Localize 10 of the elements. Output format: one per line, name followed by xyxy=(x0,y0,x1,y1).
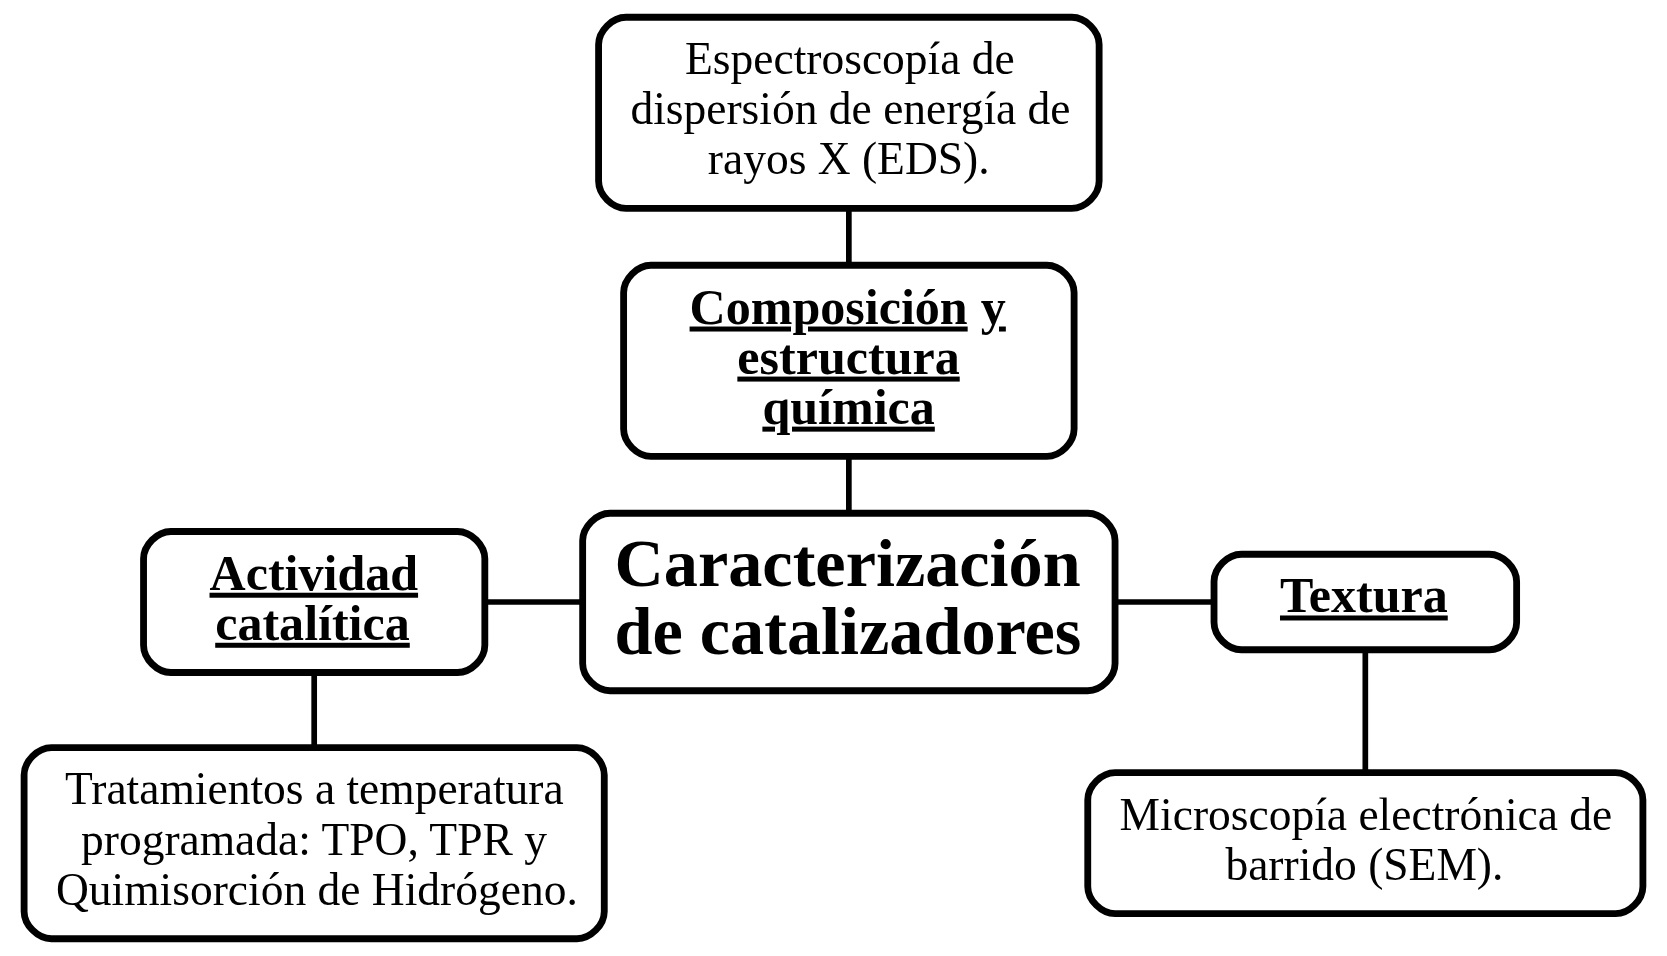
connector xyxy=(1115,599,1214,605)
node-box: Tratamientos a temperatura programada: TPO, TPR y Quimisorción de Hidrógeno. xyxy=(20,744,608,943)
node-box: Textura xyxy=(1210,550,1521,654)
node-box: Espectroscopía de dispersión de energía de rayos X (EDS). xyxy=(595,13,1103,212)
node-box: Microscopía electrónica de barrido (SEM). xyxy=(1084,769,1647,918)
node-box: Composición y estructura química xyxy=(620,261,1078,460)
connector xyxy=(485,599,582,605)
connector xyxy=(846,208,852,265)
node-box: Actividad catalítica xyxy=(140,528,489,676)
node-box: Caracterización de catalizadores xyxy=(579,509,1119,695)
